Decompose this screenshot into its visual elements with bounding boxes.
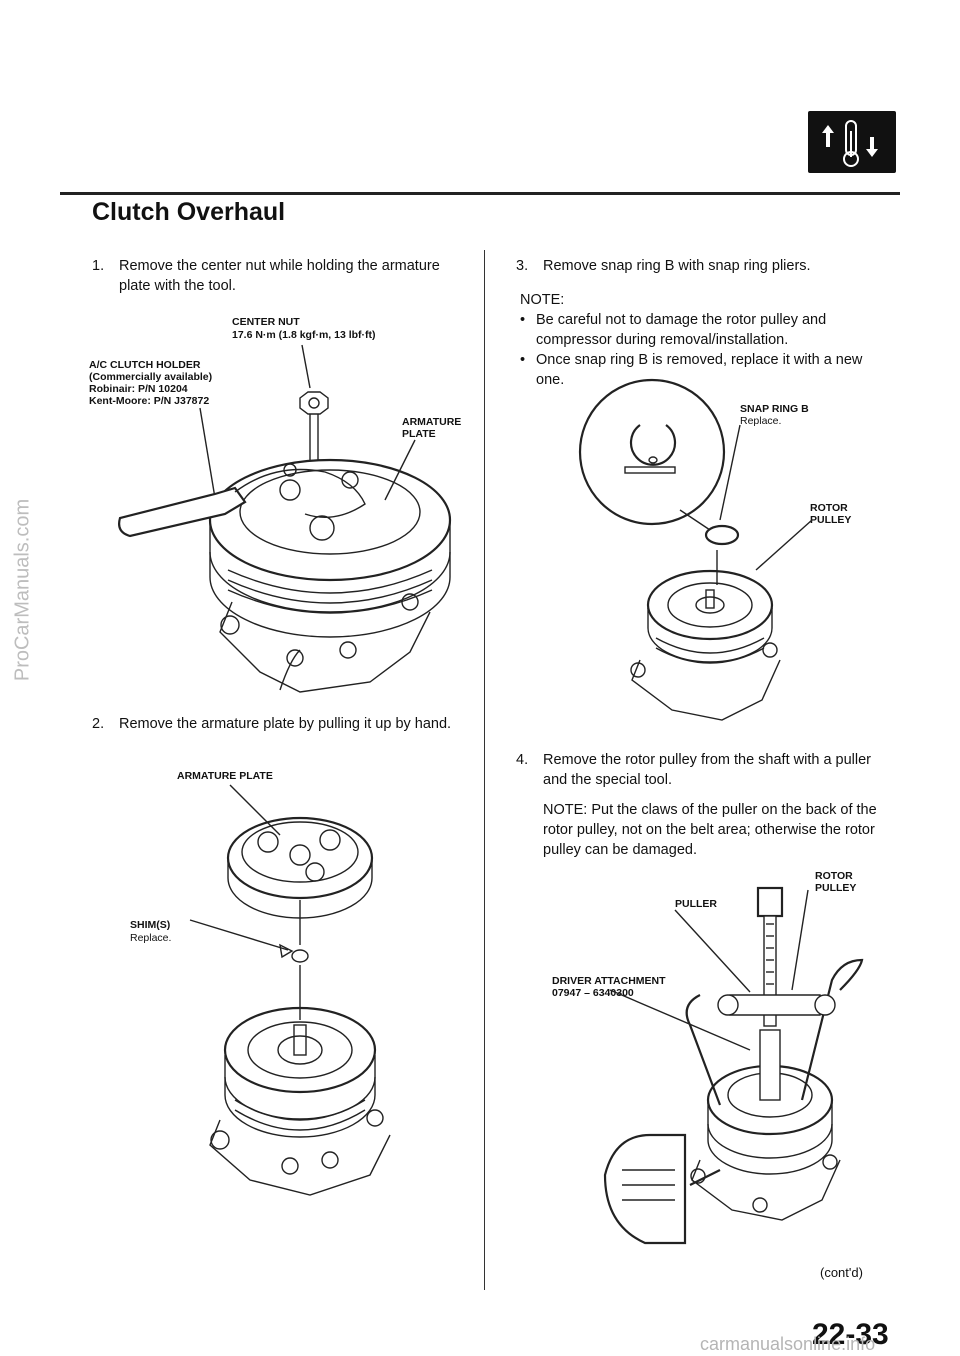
thermometer-arrows-icon — [822, 120, 878, 167]
note-text: Be careful not to damage the rotor pulle… — [536, 312, 827, 348]
snap-ring-label: SNAP RING B — [740, 403, 809, 415]
watermark: ProCarManuals.com — [8, 380, 38, 800]
step-4-note: NOTE: Put the claws of the puller on the… — [543, 800, 883, 860]
step-text: Remove snap ring B with snap ring pliers… — [543, 258, 811, 274]
page-number: 22-33 — [812, 1318, 889, 1351]
step-number: 3. — [516, 258, 529, 274]
header-rule — [60, 192, 900, 195]
center-nut-torque: 17.6 N·m (1.8 kgf·m, 13 lbf·ft) — [232, 329, 376, 341]
driver-attachment-label: DRIVER ATTACHMENT — [552, 975, 666, 987]
clutch-holder-kentmoore: Kent-Moore: P/N J37872 — [89, 395, 210, 407]
step-4: 4. Remove the rotor pulley from the shaf… — [516, 750, 883, 790]
puller-illustration — [603, 886, 864, 1245]
step-number: 1. — [92, 258, 105, 274]
note-item-2: •Once snap ring B is removed, replace it… — [520, 352, 863, 388]
column-divider — [484, 250, 485, 1290]
step-text: Remove the center nut while holding the … — [119, 258, 440, 294]
rotor-pulley-label-1: ROTOR — [810, 502, 848, 514]
shims-label: SHIM(S) — [130, 919, 171, 931]
step-3: 3. Remove snap ring B with snap ring pli… — [516, 256, 883, 276]
armature-plate-label-2: PLATE — [402, 428, 436, 440]
step-2: 2. Remove the armature plate by pulling … — [92, 714, 464, 734]
note-text: NOTE: Put the claws of the puller on the… — [543, 802, 877, 858]
note-item-1: •Be careful not to damage the rotor pull… — [520, 312, 827, 348]
driver-attachment-part-number: 07947 – 6340300 — [552, 987, 634, 999]
rotor-pulley-label-2: PULLEY — [810, 514, 852, 526]
rotor-pulley-label-1: ROTOR — [815, 870, 853, 882]
snap-ring-note: Replace. — [740, 415, 782, 427]
note-heading: NOTE: — [520, 292, 565, 308]
continued-label: (cont'd) — [820, 1265, 863, 1280]
snap-ring-illustration — [578, 378, 813, 721]
step-number: 4. — [516, 752, 529, 768]
step-text: Remove the armature plate by pulling it … — [119, 716, 452, 732]
step-1: 1. Remove the center nut while holding t… — [92, 256, 464, 296]
clutch-holder-robinair: Robinair: P/N 10204 — [89, 383, 188, 395]
armature-plate-illustration — [189, 784, 391, 1196]
step-number: 2. — [92, 716, 105, 732]
footer-watermark: carmanualsonline.info — [700, 1334, 876, 1354]
note-text: Once snap ring B is removed, replace it … — [536, 352, 863, 388]
clutch-holder-label: A/C CLUTCH HOLDER — [89, 359, 201, 371]
clutch-holder-availability: (Commercially available) — [89, 371, 213, 383]
step-text: Remove the rotor pulley from the shaft w… — [543, 752, 872, 788]
watermark-text: ProCarManuals.com — [11, 498, 34, 682]
rotor-pulley-label-2: PULLEY — [815, 882, 857, 894]
section-badge — [808, 111, 896, 173]
armature-plate-label: ARMATURE PLATE — [177, 770, 273, 782]
puller-label: PULLER — [675, 898, 717, 910]
shims-note: Replace. — [130, 932, 172, 944]
clutch-holder-illustration — [118, 344, 452, 693]
center-nut-label: CENTER NUT — [232, 316, 300, 328]
page-title: Clutch Overhaul — [92, 198, 286, 226]
armature-plate-label-1: ARMATURE — [402, 416, 462, 428]
